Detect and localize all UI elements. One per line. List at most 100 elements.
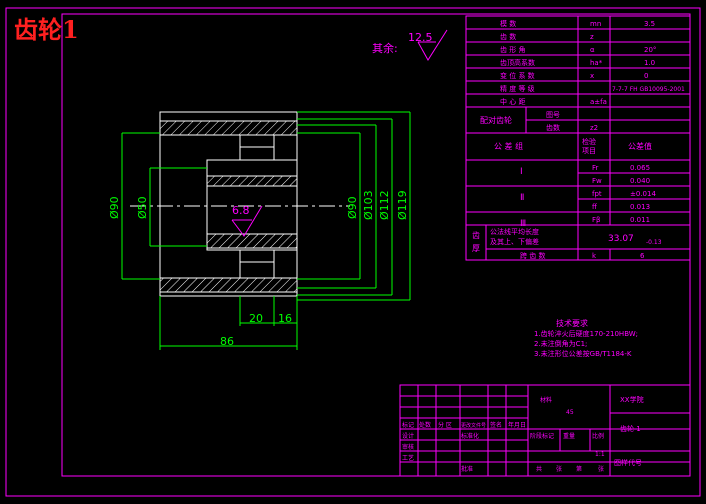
param-label: 精 度 等 级: [500, 84, 535, 93]
param-value: 7-7-7 FH GB10095-2001: [612, 86, 685, 93]
gear-side-line1: 公法线平均长度: [490, 227, 539, 236]
tol-value: 0.040: [630, 177, 650, 185]
param-value: 20°: [644, 46, 656, 54]
dim-w16: 16: [278, 312, 292, 325]
label-stage: 阶段标记: [530, 432, 554, 440]
label-approve: 批准: [461, 465, 473, 473]
row-label-date: 年月日: [508, 421, 526, 429]
scale-value: 1:1: [595, 451, 605, 458]
row-label-mark: 标记: [402, 421, 414, 429]
tol-header-group: 公 差 组: [494, 141, 523, 151]
tol-header-item-2: 项目: [582, 147, 596, 155]
span-value: 6: [640, 252, 645, 260]
param-label: 模 数: [500, 19, 516, 28]
row-label-count: 处数: [419, 421, 431, 429]
tol-header-value: 公差值: [628, 141, 652, 151]
label-review: 审核: [402, 443, 414, 451]
param-symbol: α: [590, 46, 595, 54]
pair-teeth-symbol: z2: [590, 124, 598, 132]
tol-value: 0.065: [630, 164, 650, 172]
roughness-symbol: 其余: 12.5: [372, 29, 448, 61]
param-label: 变 位 系 数: [500, 71, 535, 80]
tol-item: Fr: [592, 164, 599, 172]
gear-section: 6.8: [130, 111, 350, 297]
param-symbol: mn: [590, 20, 601, 28]
pair-drawing-no: 图号: [546, 111, 560, 119]
tol-item: Fw: [592, 177, 602, 185]
tol-item: ff: [592, 203, 597, 211]
tech-req-title: 技术要求: [556, 318, 588, 328]
dim-d112: Ø112: [378, 190, 391, 220]
label-standard: 标准化: [461, 432, 479, 440]
tech-req-item-1: 1.齿轮淬火后硬度170-210HBW;: [534, 329, 638, 338]
tol-item: fpt: [592, 190, 602, 198]
dim-d90-right: Ø90: [346, 196, 359, 219]
param-label: 齿 数: [500, 32, 516, 41]
sheets-total: 共: [536, 465, 542, 473]
param-symbol: z: [590, 33, 594, 41]
top-rim-hatch: [159, 120, 298, 136]
dim-w86: 86: [220, 335, 234, 348]
param-label: 齿顶高系数: [500, 58, 535, 67]
dim-d119: Ø119: [396, 190, 409, 220]
tol-item: Fβ: [592, 216, 601, 224]
school-name: XX学院: [620, 395, 644, 404]
param-value: 0: [644, 72, 648, 80]
tech-req-item-2: 2.未注倒角为C1;: [534, 339, 587, 348]
material-label: 材料: [540, 396, 552, 404]
param-label: 中 心 距: [500, 97, 525, 106]
drawing-number: 图样代号: [614, 458, 642, 467]
technical-requirements: 技术要求 1.齿轮淬火后硬度170-210HBW; 2.未注倒角为C1; 3.未…: [534, 318, 638, 358]
dimension-texts: Ø90 Ø50 Ø90 Ø103 Ø112 Ø119 20 16 86: [108, 190, 409, 348]
tol-value: 0.013: [630, 203, 650, 211]
sheets-unit-2: 张: [598, 465, 604, 473]
title-block: [399, 384, 691, 477]
row-label-sign: 签名: [490, 421, 502, 429]
tol-group: Ⅰ: [520, 167, 523, 177]
dim-d103: Ø103: [362, 190, 375, 220]
param-symbol: x: [590, 72, 594, 80]
row-label-change: 更改文件号: [461, 422, 486, 429]
row-label-zone: 分 区: [438, 421, 452, 429]
tol-group: Ⅱ: [520, 193, 524, 203]
span-symbol: k: [592, 252, 597, 260]
pair-label: 配对齿轮: [480, 115, 512, 125]
bottom-rim-hatch: [159, 277, 298, 293]
dim-w20: 20: [249, 312, 263, 325]
web-bottom: [239, 249, 275, 279]
title-block-text: 材料 45 XX学院 齿轮 1 图样代号 1:1 标记 处数 分 区 更改文件号…: [402, 395, 644, 473]
tol-value: 0.011: [630, 216, 650, 224]
gear-side-head-1: 齿: [472, 231, 480, 240]
tol-value: ±0.014: [630, 190, 656, 198]
tol-group: Ⅲ: [520, 219, 526, 229]
hub-hatch-top: [206, 175, 298, 187]
sheets-unit-1: 张: [556, 465, 562, 473]
label-ratio: 比例: [592, 432, 604, 440]
roughness-value: 12.5: [408, 31, 433, 44]
dimension-lines: [121, 111, 411, 350]
param-value: 3.5: [644, 20, 655, 28]
tol-header-item-1: 检验: [582, 137, 596, 146]
gear-side-head-2: 厚: [472, 244, 480, 253]
label-weight: 重量: [563, 432, 575, 440]
gear-outline: [159, 111, 298, 297]
part-name: 齿轮 1: [620, 424, 641, 433]
hub-hatch-bottom: [206, 233, 298, 249]
param-value: 1.0: [644, 59, 655, 67]
tech-req-item-3: 3.未注形位公差按GB/T1184-K: [534, 349, 632, 358]
span-label: 跨 齿 数: [520, 251, 545, 260]
face-roughness-value: 6.8: [232, 204, 250, 217]
param-symbol: ha*: [590, 59, 603, 67]
pair-teeth: 齿数: [546, 123, 560, 132]
outer-border: [5, 7, 701, 497]
material-value: 45: [566, 409, 574, 416]
gear-side-value: 33.07: [608, 234, 634, 244]
gear-side-deviation: -0.13: [646, 239, 662, 246]
dim-d50: Ø50: [136, 196, 149, 219]
drawing-title: 齿轮1: [14, 15, 79, 44]
sheets-index: 第: [576, 465, 582, 473]
parameter-table: [465, 15, 691, 261]
dim-d90-left: Ø90: [108, 196, 121, 219]
label-design: 设计: [402, 432, 414, 440]
